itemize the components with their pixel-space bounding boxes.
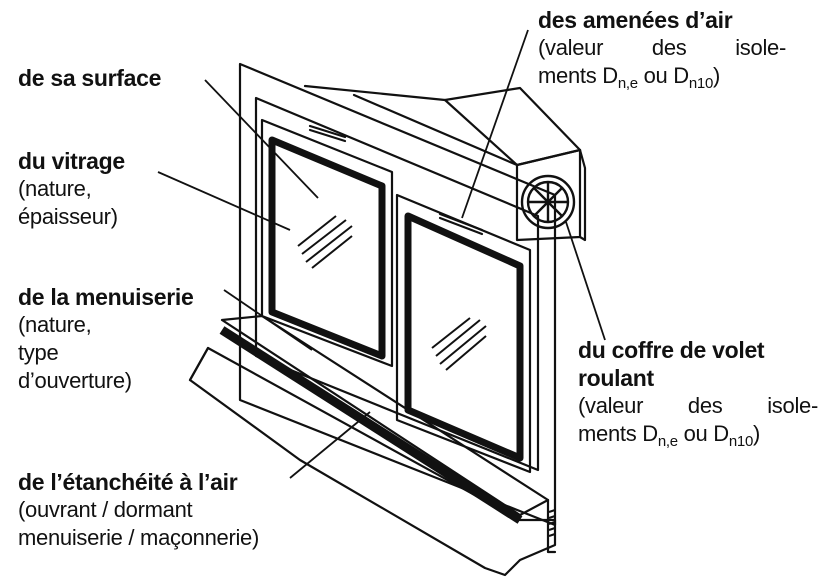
- label-menuiserie-line: d’ouverture): [18, 368, 132, 393]
- leader-vitrage: [157, 171, 291, 231]
- label-etancheite: de l’étanchéité à l’air (ouvrant / dorma…: [18, 468, 259, 552]
- label-vitrage-line: épaisseur): [18, 204, 118, 229]
- leader-coffre: [565, 221, 606, 341]
- label-coffre-line1: (valeur des isole-: [578, 393, 818, 418]
- label-menuiserie: de la menuiserie (nature, type d’ouvertu…: [18, 283, 194, 395]
- shutter-box-back-line: [352, 93, 519, 167]
- label-menuiserie-line: (nature,: [18, 312, 92, 337]
- label-surface-title: de sa surface: [18, 65, 162, 91]
- label-menuiserie-title: de la menuiserie: [18, 284, 194, 310]
- wall-bottom-right: [546, 498, 557, 554]
- label-coffre-title: du coffre de volet: [578, 337, 765, 363]
- right-glass-frame: [404, 212, 524, 462]
- vent-right-b: [438, 216, 484, 236]
- leader-etancheite: [289, 411, 371, 479]
- fan-icon: [520, 174, 576, 230]
- sill-underside: [188, 346, 210, 382]
- shutter-box-side: [303, 84, 447, 102]
- shutter-box-right: [578, 148, 587, 242]
- right-sash-outer: [395, 193, 532, 474]
- label-surface: de sa surface: [18, 64, 161, 92]
- frame-outer: [254, 96, 540, 472]
- label-amenees-line2: ments Dn,e ou Dn10): [538, 63, 721, 92]
- label-coffre-title2: roulant: [578, 365, 654, 391]
- vent-right: [438, 212, 484, 232]
- left-glass-frame: [268, 136, 386, 360]
- left-sash-outer: [260, 118, 394, 368]
- sill-dark-edge: [219, 326, 523, 524]
- label-etancheite-line: menuiserie / maçonnerie): [18, 525, 260, 550]
- vent-left-b: [308, 128, 347, 143]
- leader-amenees: [461, 29, 529, 219]
- leader-surface: [204, 79, 319, 199]
- vent-left: [308, 124, 347, 139]
- label-coffre-line2: ments Dn,e ou Dn10): [578, 421, 761, 450]
- label-amenees-line1: (valeur des isole-: [538, 35, 786, 60]
- sill-front: [188, 346, 557, 577]
- label-amenees-title: des amenées d’air: [538, 7, 733, 33]
- label-vitrage-line: (nature,: [18, 176, 92, 201]
- leader-menuiserie: [223, 289, 313, 351]
- label-amenees: des amenées d’air (valeur des isole- men…: [538, 6, 786, 98]
- label-coffre: du coffre de volet roulant (valeur des i…: [578, 336, 818, 456]
- label-vitrage-title: du vitrage: [18, 148, 125, 174]
- label-etancheite-title: de l’étanchéité à l’air: [18, 469, 238, 495]
- label-etancheite-line: (ouvrant / dormant: [18, 497, 193, 522]
- label-vitrage: du vitrage (nature, épaisseur): [18, 147, 125, 231]
- label-menuiserie-line: type: [18, 340, 59, 365]
- shutter-box-top: [443, 86, 582, 167]
